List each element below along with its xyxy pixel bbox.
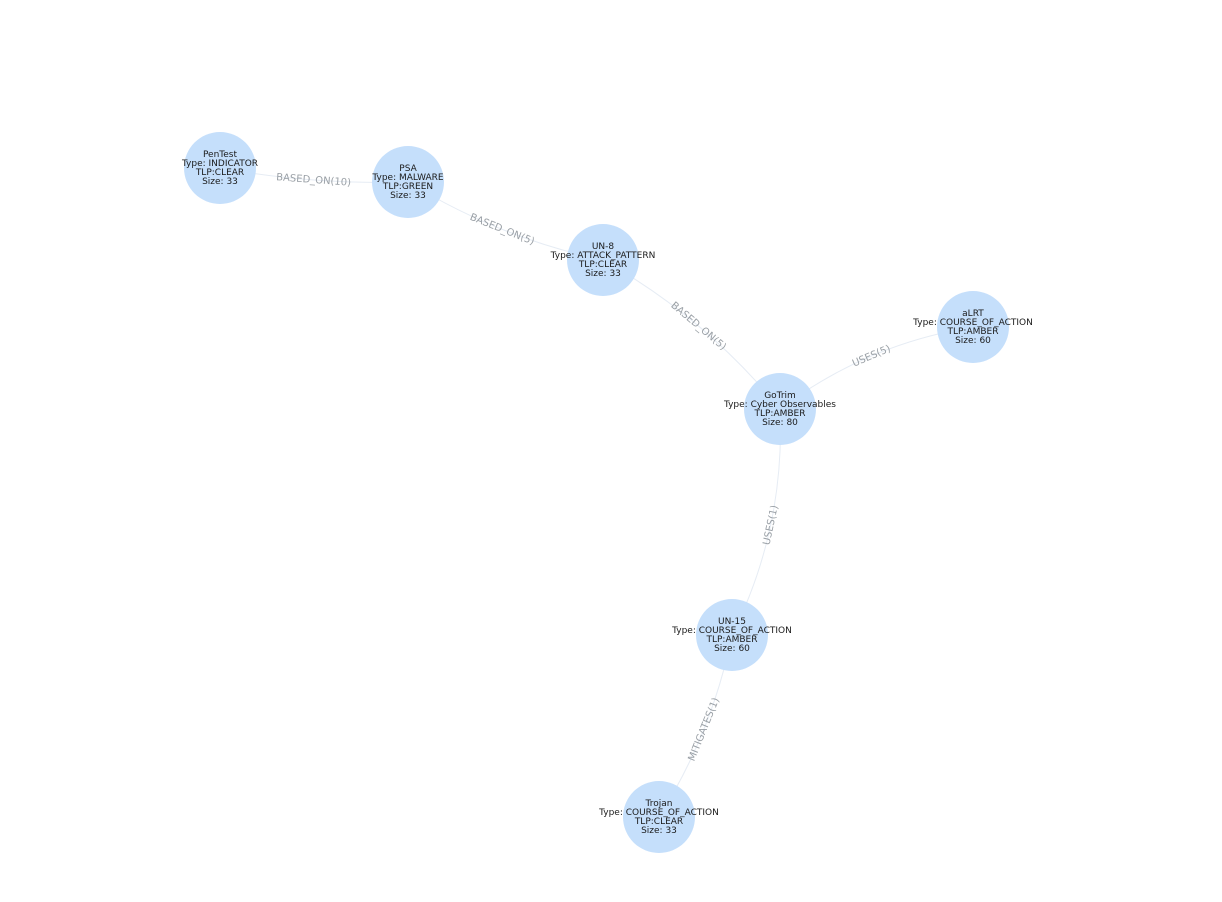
node-size: Size: 33 xyxy=(641,826,677,836)
node-size: Size: 33 xyxy=(202,177,238,187)
node-size: Size: 80 xyxy=(762,418,798,428)
node-circle[interactable] xyxy=(567,224,639,296)
node-size: Size: 33 xyxy=(585,269,621,279)
edge-label: BASED_ON(10) xyxy=(276,172,352,189)
node-type: Type: COURSE_OF_ACTION xyxy=(912,318,1033,328)
node-tlp: TLP:AMBER xyxy=(946,327,998,337)
node-circle[interactable] xyxy=(372,146,444,218)
node-type: Type: COURSE_OF_ACTION xyxy=(598,808,719,818)
node-type: Type: ATTACK_PATTERN xyxy=(550,251,656,261)
node-size: Size: 60 xyxy=(714,644,750,654)
edge-label: USES(1) xyxy=(762,504,781,546)
node-tlp: TLP:AMBER xyxy=(705,635,757,645)
node-size: Size: 60 xyxy=(955,336,991,346)
edge-label: MITIGATES(1) xyxy=(687,696,722,763)
node-tlp: TLP:AMBER xyxy=(753,409,805,419)
node-tlp: TLP:CLEAR xyxy=(578,260,627,270)
node-name: GoTrim xyxy=(764,391,796,401)
node-circle[interactable] xyxy=(623,781,695,853)
node-name: PenTest xyxy=(203,150,238,160)
node-tlp: TLP:CLEAR xyxy=(634,817,683,827)
node-size: Size: 33 xyxy=(390,191,426,201)
node-circle[interactable] xyxy=(696,599,768,671)
node-type: Type: MALWARE xyxy=(371,173,443,183)
node-tlp: TLP:GREEN xyxy=(382,182,433,192)
edge-label: BASED_ON(5) xyxy=(468,212,536,248)
node-name: UN-15 xyxy=(718,617,746,627)
node-tlp: TLP:CLEAR xyxy=(195,168,244,178)
node-circle[interactable] xyxy=(184,132,256,204)
node-circle[interactable] xyxy=(937,291,1009,363)
node-name: aLRT xyxy=(962,309,984,319)
node-type: Type: INDICATOR xyxy=(181,159,258,169)
node-name: Trojan xyxy=(645,799,673,809)
node-name: UN-8 xyxy=(592,242,615,252)
edge-label: BASED_ON(5) xyxy=(668,300,728,353)
node-circle[interactable] xyxy=(744,373,816,445)
edge-label: USES(5) xyxy=(851,343,893,369)
node-type: Type: Cyber Observables xyxy=(723,400,836,410)
node-type: Type: COURSE_OF_ACTION xyxy=(671,626,792,636)
node-name: PSA xyxy=(399,164,417,174)
